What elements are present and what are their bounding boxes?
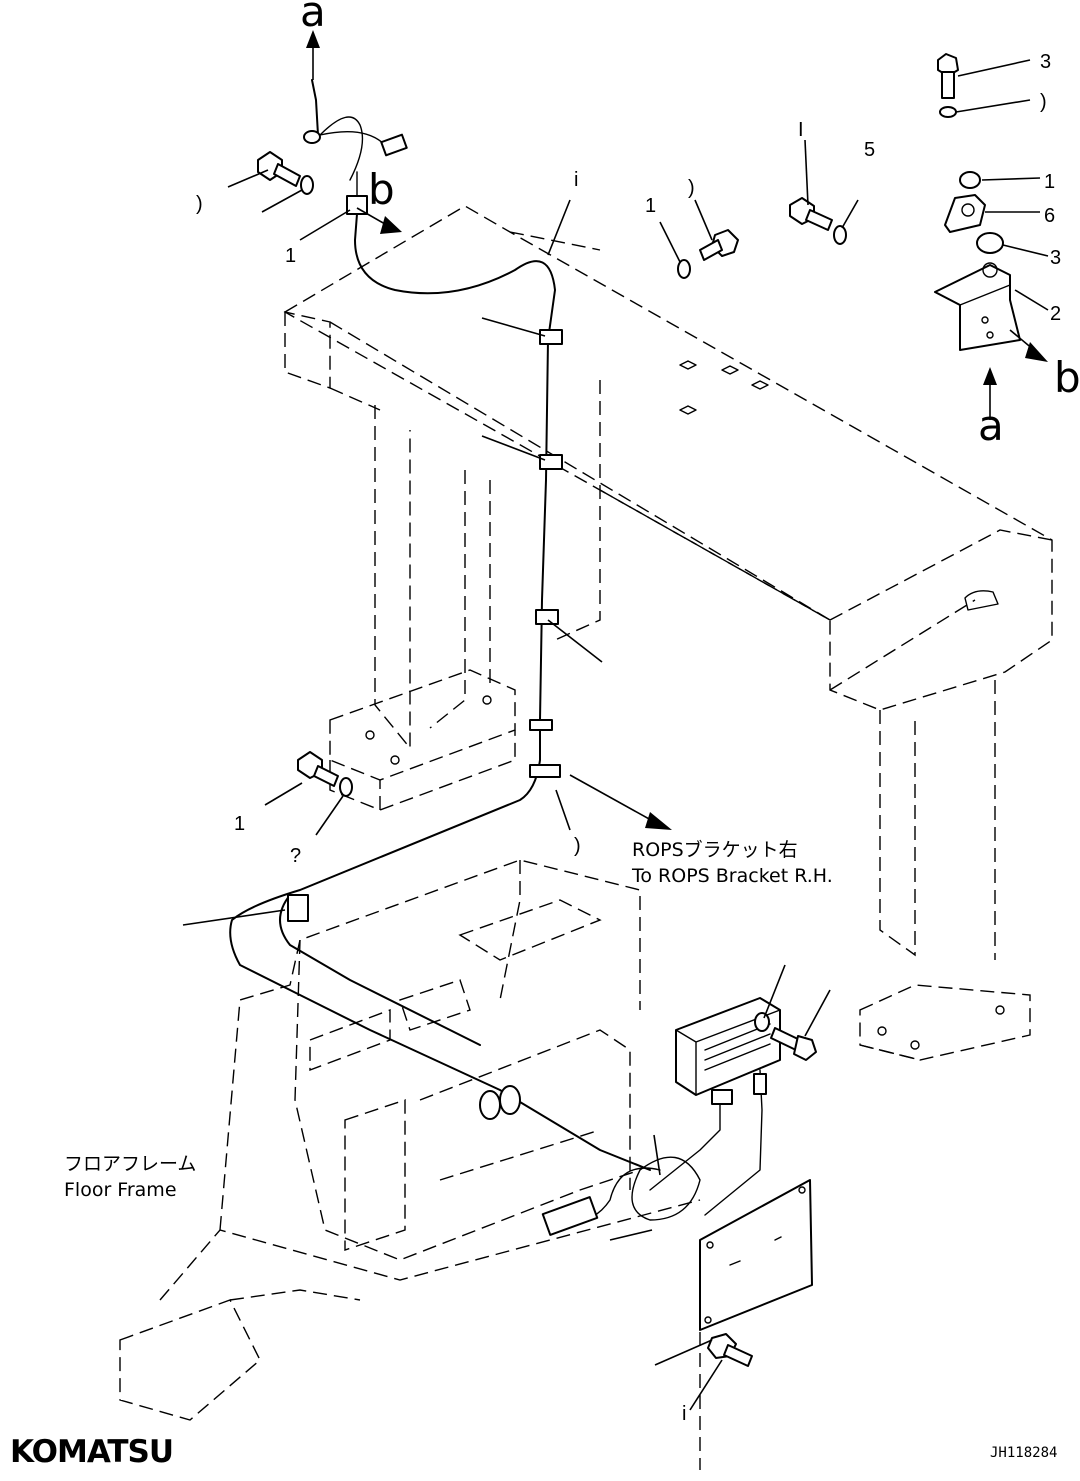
direction-label-b-left: b (368, 165, 395, 214)
callout-c4: ) (688, 177, 695, 199)
leader-lines (182, 59, 1049, 1411)
rops-frame (283, 205, 1053, 1061)
callout-c6: I (798, 119, 804, 141)
rops-bracket-note-jp: ROPSブラケット右 (632, 838, 798, 861)
callout-c5: 1 (645, 195, 656, 217)
callout-c11: 6 (1044, 205, 1055, 227)
brand-logo: KOMATSU (10, 1434, 173, 1470)
floor-frame (119, 859, 701, 1470)
callout-c15: ? (290, 845, 301, 867)
callout-c1: ) (196, 193, 203, 215)
callout-c12: 3 (1050, 247, 1061, 269)
drawing-code: JH118284 (990, 1445, 1057, 1461)
floor-frame-note-en: Floor Frame (64, 1179, 177, 1201)
callout-c3: i (574, 169, 578, 191)
callout-c9: ) (1040, 91, 1047, 113)
callout-c7: 5 (864, 139, 875, 161)
callout-labels: a b a b ) 1 i ) 1 I 5 3 ) 1 6 3 2 1 ? ) … (10, 0, 1080, 1470)
direction-label-b-right: b (1054, 353, 1080, 402)
rops-bracket-note-en: To ROPS Bracket R.H. (631, 865, 833, 887)
callout-c17: i (682, 1403, 686, 1425)
floor-frame-note-jp: フロアフレーム (64, 1153, 196, 1175)
direction-arrows (306, 30, 1048, 830)
callout-c8: 3 (1040, 51, 1051, 73)
callout-c13: 2 (1050, 303, 1061, 325)
cover-plate (699, 1179, 813, 1331)
callout-c14: 1 (234, 813, 245, 835)
callout-c2: 1 (285, 245, 296, 267)
callout-c16: ) (574, 835, 581, 857)
direction-label-a-right: a (978, 401, 1004, 450)
direction-label-a-top: a (300, 0, 326, 36)
callout-c10: 1 (1044, 171, 1055, 193)
antenna-cable (229, 79, 701, 1236)
hardware (257, 53, 1021, 1367)
